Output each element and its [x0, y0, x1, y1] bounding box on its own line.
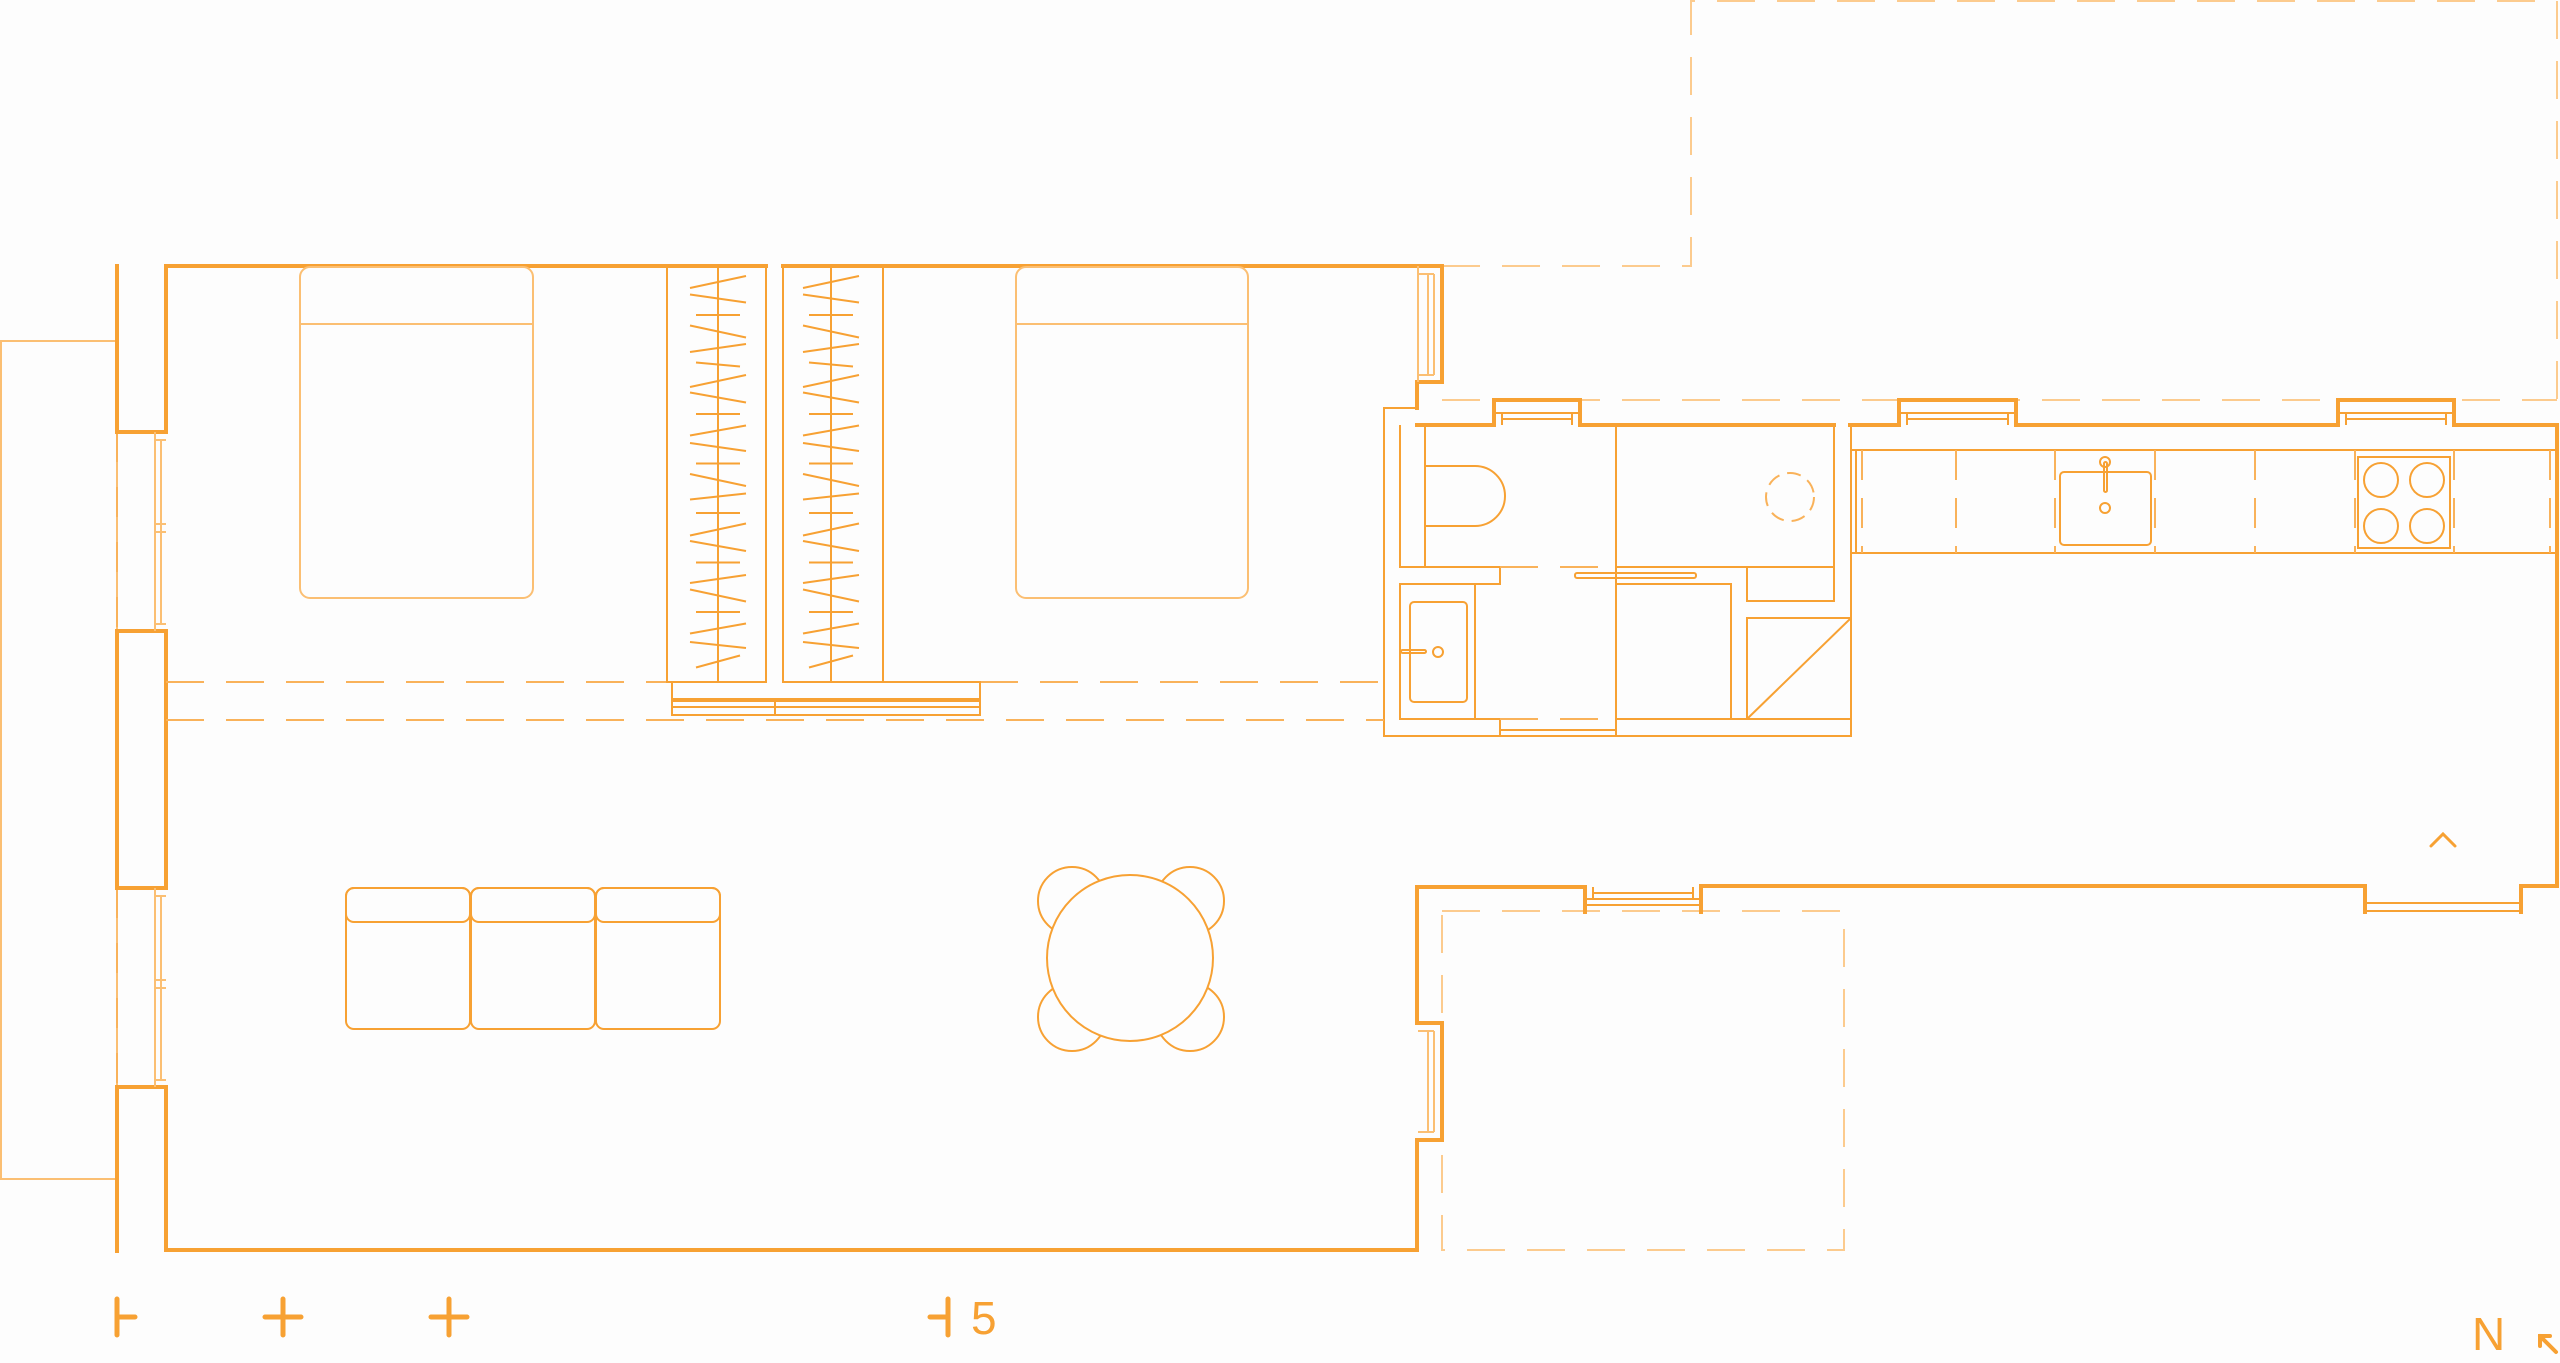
kitchen-counter [1850, 449, 2557, 554]
north-label: N [2472, 1308, 2505, 1360]
sofa [345, 887, 721, 1030]
kitchen-wall [1848, 398, 2559, 914]
walls [115, 264, 2559, 1253]
wardrobe-left [666, 266, 767, 683]
window-kitchen-2 [2338, 412, 2454, 425]
window-top-right [1417, 266, 1435, 382]
hanger [802, 540, 860, 552]
hanger [802, 275, 860, 289]
left-balcony [0, 340, 118, 1180]
hanger [802, 641, 860, 649]
chevron-up-icon [2429, 831, 2457, 848]
hanger [802, 492, 860, 501]
sink-drain [2099, 502, 2111, 514]
burner [2363, 508, 2399, 544]
hanger [689, 641, 747, 649]
hanger [802, 588, 860, 603]
bathroom [1399, 425, 1852, 736]
hanger [689, 275, 747, 289]
north-arrow: N [2472, 1308, 2558, 1360]
window-kitchen-1 [1899, 412, 2016, 425]
towel-rail [1574, 572, 1697, 579]
bath-top-wall [1415, 398, 1836, 427]
basin-tap [1400, 649, 1427, 654]
hanger [695, 654, 741, 669]
hanger [689, 391, 747, 404]
kitchen-sink [2059, 471, 2152, 546]
sofa-module [470, 887, 596, 1030]
windows [154, 266, 2521, 1133]
hanger [802, 473, 860, 487]
hanger [689, 492, 747, 501]
washing-machine [1746, 617, 1852, 720]
dining-table [1046, 874, 1214, 1042]
dining-set [1037, 866, 1225, 1052]
south-wall [115, 884, 2367, 1253]
hanger [689, 293, 747, 304]
bed-left [299, 266, 534, 599]
window-left-lower [154, 888, 166, 1087]
overhead-lines [166, 681, 1384, 721]
hanger [808, 654, 854, 669]
scale-tick [927, 1296, 951, 1338]
hanger [689, 622, 747, 635]
burner [2409, 508, 2445, 544]
burner [2409, 462, 2445, 498]
hanger [689, 343, 747, 353]
hanger [689, 574, 747, 584]
bottom-terrace [1441, 910, 1845, 1251]
left-pier [115, 629, 168, 890]
hanger [802, 522, 860, 537]
hangers [802, 275, 860, 669]
hanger [802, 374, 860, 388]
window-bath [1494, 412, 1580, 425]
hanger [689, 522, 747, 537]
top-wall [115, 264, 1444, 434]
cooktop [2357, 456, 2451, 549]
bench [671, 681, 981, 716]
scale-tick [428, 1296, 470, 1338]
hanger [695, 361, 741, 368]
window-left-upper [154, 432, 166, 631]
shower [1615, 583, 1732, 720]
sofa-module [595, 887, 721, 1030]
scale-label: 5 [971, 1292, 997, 1344]
hangers [689, 275, 747, 669]
hanger [802, 391, 860, 404]
hanger [802, 293, 860, 304]
hanger [802, 574, 860, 584]
hanger [808, 361, 854, 368]
scale-tick [262, 1296, 304, 1338]
hanger [689, 442, 747, 452]
wardrobe-right [782, 266, 884, 683]
window-south-2 [2365, 902, 2521, 912]
hanger [689, 374, 747, 388]
shower-drain [1765, 472, 1815, 522]
hanger [689, 473, 747, 487]
basin-drain [1432, 646, 1444, 658]
hanger [802, 424, 860, 437]
toilet [1425, 465, 1506, 527]
hanger [802, 442, 860, 452]
hanger [689, 324, 747, 339]
terraces [0, 0, 2558, 1251]
hanger [689, 540, 747, 552]
hanger [802, 324, 860, 339]
hanger [802, 343, 860, 353]
hanger [802, 622, 860, 635]
sofa-module [345, 887, 471, 1030]
burner [2363, 462, 2399, 498]
top-right-terrace [1442, 0, 2558, 400]
window-east-door [1418, 1030, 1435, 1133]
scale-bar: 5 [114, 1292, 997, 1344]
scale-tick [114, 1296, 138, 1338]
hanger [689, 424, 747, 437]
bed-right [1015, 266, 1249, 599]
hanger [689, 588, 747, 603]
arrow-up-left-icon [2538, 1334, 2558, 1354]
window-south-1 [1585, 887, 1701, 906]
